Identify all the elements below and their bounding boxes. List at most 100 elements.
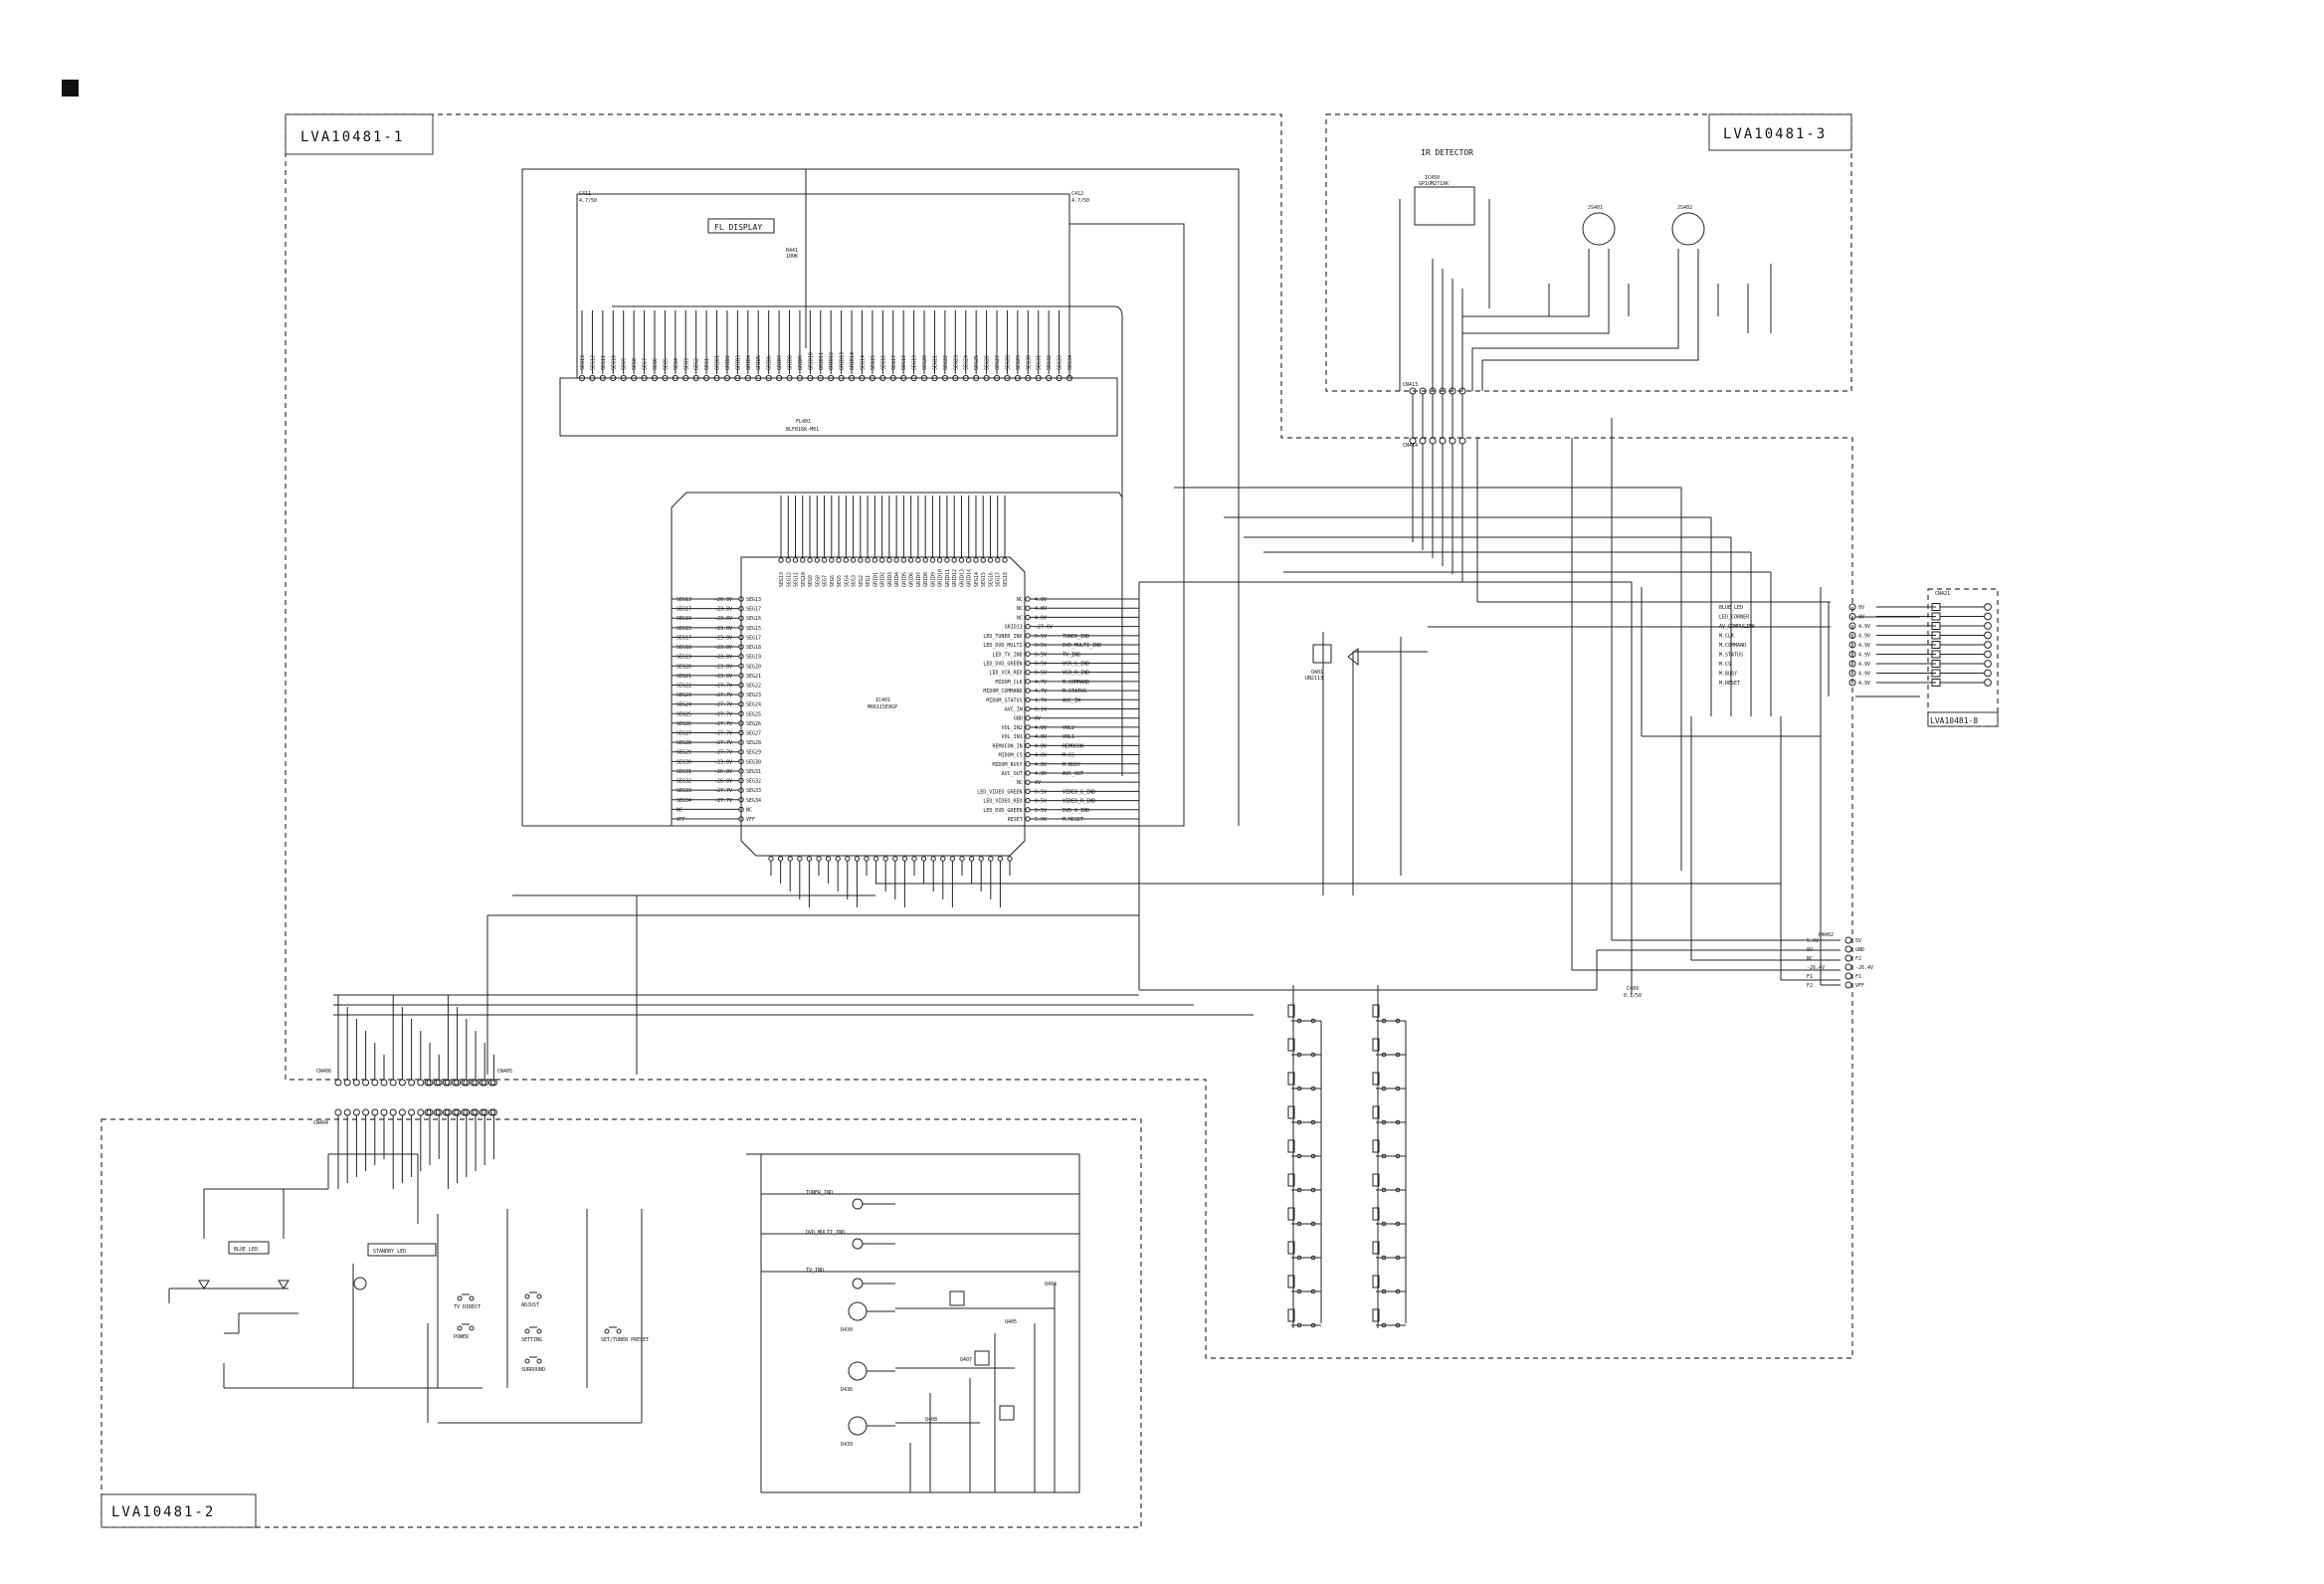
ic-top-pad — [800, 557, 806, 563]
ic401-ref: IC401 — [875, 697, 890, 703]
fl-pin-label: SEG33 — [1058, 355, 1064, 370]
js402-jack — [1671, 212, 1705, 246]
ic-top-pad — [951, 557, 957, 563]
cn406-pad — [417, 1079, 425, 1087]
cn421-pad — [1848, 622, 1856, 630]
ic-left-volt: -27.7V — [714, 702, 732, 708]
ic-top-pad — [893, 557, 899, 563]
fl-tube-body — [559, 377, 1118, 437]
pw402-volt: F2 — [1807, 983, 1813, 989]
ladder-switch-pad — [1310, 1221, 1316, 1227]
fl-pin-pad — [578, 374, 586, 382]
fl-pin-pad — [672, 374, 678, 382]
sig-tuner: TUNER_IND — [806, 1190, 833, 1196]
cn404-pad — [389, 1108, 397, 1116]
fl-pin-label: SEG28 — [1005, 355, 1011, 370]
board-outlines — [100, 113, 1999, 1528]
ic-left-label: SEG15 — [677, 626, 691, 632]
ic-top-label: GRID2 — [880, 572, 886, 587]
cn405-pad — [487, 1079, 495, 1087]
key-label: POWER — [454, 1334, 470, 1340]
ic-left-label: SEG19 — [677, 655, 691, 661]
ic-right-volt: 0-5V — [1035, 652, 1047, 658]
ic-right-label: LED_VIDEO_GREEN — [977, 789, 1022, 795]
led-indicator — [852, 1278, 864, 1289]
ic-right-label: MIDOM_CLK — [996, 680, 1023, 686]
fl-pin-pad — [641, 374, 648, 382]
ic-bottom-pad — [920, 856, 927, 862]
ic-left-label: SEG30 — [677, 759, 691, 765]
ic-right-pad — [1025, 807, 1031, 813]
ic-right-pad — [1025, 679, 1031, 685]
fl-pin-label: SEG24 — [964, 355, 970, 370]
ic-left-label: SEG20 — [677, 664, 691, 670]
ic-right-label: MIDOM_BUSY — [993, 762, 1023, 768]
ic-top-label: SEG2 — [859, 575, 865, 587]
fl-pin-label: GRID1 — [715, 355, 721, 370]
cn406-pad — [362, 1079, 370, 1087]
ladder-switch-pad — [1381, 1018, 1387, 1024]
blue-led — [198, 1280, 210, 1289]
c409-ref: C409 — [1627, 986, 1639, 992]
ic-right-pad — [1025, 688, 1031, 693]
pw402-pad — [1844, 972, 1852, 980]
key-label: SURROUND — [521, 1367, 545, 1373]
ic-right-net: AVC_IN — [1063, 697, 1080, 703]
key-pad — [536, 1328, 542, 1334]
cn414-pad — [1439, 437, 1447, 445]
fl-pin-label: SEG1 — [704, 358, 710, 370]
fl-pin-label: SEG18 — [901, 355, 907, 370]
ic-right-label: LED_VCR_RED — [989, 671, 1022, 677]
ic-right-net: M.COMMAND — [1063, 680, 1089, 686]
ic-left-pad — [738, 700, 744, 707]
ic-left-volt: -27.7V — [714, 693, 732, 698]
d436-ref: D436 — [841, 1387, 853, 1393]
ladder-switch-pad — [1381, 1288, 1387, 1294]
fl-pin-pad — [1014, 374, 1021, 382]
pw402-net: GND — [1855, 947, 1864, 953]
ladder-resistor — [1372, 1038, 1380, 1052]
ladder-switch-pad — [1296, 1086, 1302, 1091]
fl-pin-pad — [973, 374, 980, 382]
ladder-switch-pad — [1296, 1322, 1302, 1328]
fl-pin-label: GRID13 — [840, 352, 846, 370]
fl-pin-label: SEG15 — [871, 355, 876, 370]
ladder-resistor — [1372, 1004, 1380, 1018]
ic-left-label: SEG34 — [677, 798, 691, 804]
cn405-pad — [442, 1079, 450, 1087]
ic-right-pad — [1025, 614, 1031, 621]
cn405-pad — [424, 1079, 432, 1087]
fl-pin-pad — [900, 374, 907, 382]
ic-right-pad — [1025, 733, 1031, 739]
ladder-resistor — [1287, 1004, 1295, 1018]
ladder-switch-pad — [1395, 1018, 1401, 1024]
ladder-resistor — [1287, 1173, 1295, 1187]
pw402-volt: 5.0V — [1807, 938, 1819, 944]
board3-outline — [1325, 113, 1852, 392]
ic-left-volt: -23.8V — [714, 635, 732, 641]
ladder-resistor — [1372, 1275, 1380, 1288]
ic-left-pad — [738, 710, 744, 717]
key-label: SET/TUNER PRESET — [601, 1337, 649, 1343]
ic-right-label: LED_DVD_MULTI — [983, 643, 1022, 649]
ladder-switch-pad — [1395, 1288, 1401, 1294]
ic-left-volt: -23.8V — [714, 664, 732, 670]
ic-top-pad — [778, 557, 784, 563]
ic450-body — [1414, 186, 1475, 226]
ic-left-label: SEG26 — [677, 721, 691, 727]
fl-pin-label: SEG34 — [1067, 355, 1073, 370]
ladder-resistor — [1372, 1308, 1380, 1322]
ladder-switch-pad — [1296, 1052, 1302, 1058]
ic-top-label: SEG7 — [823, 575, 829, 587]
ic-right-pad — [1025, 779, 1031, 785]
ic-left-inner-label: SEG28 — [746, 740, 761, 746]
cn404-pad — [398, 1108, 406, 1116]
cn404-pad — [343, 1108, 351, 1116]
b8-jack — [1984, 622, 1992, 630]
led-indicator — [852, 1198, 864, 1210]
ic-right-pad — [1025, 788, 1031, 795]
ic-top-label: SEG11 — [794, 572, 800, 587]
ic-right-pad — [1025, 751, 1031, 758]
ic-left-label: SEG33 — [677, 788, 691, 794]
